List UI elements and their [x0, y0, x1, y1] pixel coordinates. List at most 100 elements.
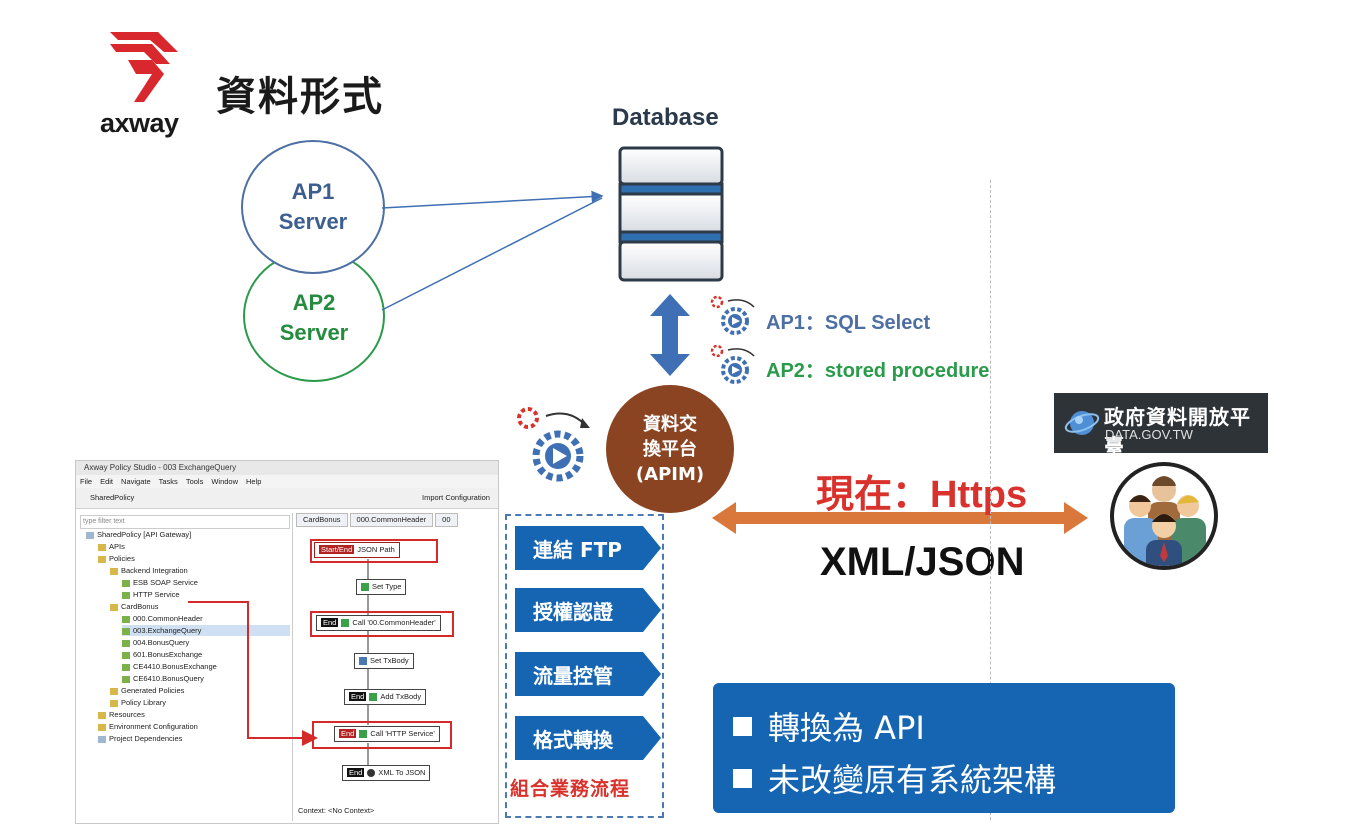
apim-line3: (APIM): [635, 463, 705, 485]
tree-item[interactable]: 601.BonusExchange: [122, 649, 202, 660]
tree-item[interactable]: SharedPolicy [API Gateway]: [86, 529, 191, 540]
function-auth-label: 授權認證: [533, 599, 613, 624]
tree-item-label: APIs: [109, 542, 125, 551]
project-label[interactable]: SharedPolicy: [90, 493, 135, 502]
function-traffic-label: 流量控管: [533, 663, 613, 688]
tree-item-label: HTTP Service: [133, 590, 180, 599]
process-gear-icon: [710, 344, 755, 384]
tree-item-label: CE4410.BonusExchange: [133, 662, 217, 671]
tree-filter-input[interactable]: type filter text: [80, 515, 290, 529]
tree-item-label: Environment Configuration: [109, 722, 198, 731]
tree-item-label: 000.CommonHeader: [133, 614, 203, 623]
flow-node-tag: Start/End: [319, 545, 355, 554]
function-ftp: 連結 FTP: [515, 526, 661, 570]
flow-node-tag: End: [349, 692, 367, 701]
ap1-server-line1: AP1: [291, 179, 335, 204]
tree-item[interactable]: CardBonus: [110, 601, 159, 612]
tree-item[interactable]: Project Dependencies: [98, 733, 182, 744]
flow-node-tag: End: [339, 729, 357, 738]
flow-node-tag: End: [321, 618, 339, 627]
tree-item[interactable]: Backend Integration: [110, 565, 188, 576]
highlight-box: [310, 611, 454, 637]
gov-url: DATA.GOV.TW: [1105, 427, 1193, 442]
ap2-server-line2: Server: [279, 320, 349, 345]
tree-item[interactable]: CE4410.BonusExchange: [122, 661, 217, 672]
benefit-text: 轉換為 API: [768, 709, 925, 747]
menu-navigate[interactable]: Navigate: [121, 477, 151, 486]
function-auth: 授權認證: [515, 588, 661, 632]
functions-caption: 組合業務流程: [510, 778, 631, 800]
benefit-text: 未改變原有系統架構: [768, 761, 1057, 799]
process-gear-icon: [710, 295, 755, 335]
ap2-note: AP2：stored procedure: [766, 360, 990, 382]
brand-name: axway: [100, 108, 179, 138]
users-group-icon: [1110, 462, 1218, 570]
menu-file[interactable]: File: [80, 477, 93, 486]
function-format-label: 格式轉換: [533, 727, 613, 752]
tab-more[interactable]: 00: [435, 513, 458, 527]
menu-edit[interactable]: Edit: [100, 477, 114, 486]
flow-node-label: Set TxBody: [370, 656, 409, 665]
connection-now: 現在：Https: [816, 474, 1028, 516]
menu-tools[interactable]: Tools: [185, 477, 204, 486]
tree-item[interactable]: Environment Configuration: [98, 721, 198, 732]
flow-node-label: Add TxBody: [380, 692, 422, 701]
menu-help[interactable]: Help: [246, 477, 262, 486]
tree-item-label: CardBonus: [121, 602, 159, 611]
window-title: Axway Policy Studio - 003 ExchangeQuery: [76, 461, 498, 475]
flow-node-label: Call 'HTTP Service': [370, 729, 435, 738]
tree-item[interactable]: HTTP Service: [122, 589, 180, 600]
bullet-square-icon: [733, 768, 752, 788]
tree-item-label: 004.BonusQuery: [133, 638, 190, 647]
flow-node[interactable]: End Call 'HTTP Service': [334, 726, 440, 742]
menu-tasks[interactable]: Tasks: [158, 477, 178, 486]
context-value[interactable]: <No Context>: [328, 806, 375, 815]
page-title: 資料形式: [216, 74, 384, 120]
tree-item[interactable]: Policy Library: [110, 697, 166, 708]
tree-item[interactable]: 004.BonusQuery: [122, 637, 189, 648]
apim-platform: 資料交 換平台 (APIM): [606, 385, 734, 513]
tree-item-label: CE6410.BonusQuery: [133, 674, 204, 683]
tab-cardbonus[interactable]: CardBonus: [296, 513, 348, 527]
server-to-database-arrows: [381, 190, 604, 311]
flow-node[interactable]: Set TxBody: [354, 653, 414, 669]
tree-item-selected[interactable]: 003.ExchangeQuery: [122, 625, 290, 636]
ap2-server-line1: AP2: [292, 290, 336, 315]
tree-item-label: Project Dependencies: [109, 734, 183, 743]
tree-item-label: Resources: [109, 710, 145, 719]
tree-item-label: SharedPolicy [API Gateway]: [97, 530, 192, 539]
tree-item-label: Backend Integration: [121, 566, 188, 575]
globe-icon: [1064, 411, 1100, 435]
tree-item[interactable]: 000.CommonHeader: [122, 613, 203, 624]
red-link-arrow: [188, 601, 318, 746]
tab-commonheader[interactable]: 000.CommonHeader: [349, 513, 434, 527]
benefit-item: 未改變原有系統架構: [733, 755, 1056, 801]
toolbar: SharedPolicy Import Configuration: [76, 488, 498, 509]
flow-node[interactable]: End Add TxBody: [344, 689, 427, 705]
flow-node-label: JSON Path: [357, 545, 395, 554]
function-format: 格式轉換: [515, 716, 661, 760]
tree-item[interactable]: Policies: [98, 553, 135, 564]
flow-node[interactable]: Set Type: [356, 579, 407, 595]
tree-item[interactable]: Resources: [98, 709, 145, 720]
database-label: Database: [612, 104, 719, 131]
policy-studio-window: Axway Policy Studio - 003 ExchangeQuery …: [75, 460, 499, 824]
import-configuration-button[interactable]: Import Configuration: [422, 493, 490, 502]
menu-window[interactable]: Window: [211, 477, 239, 486]
apim-line2: 換平台: [643, 438, 697, 460]
tree-item-label: ESB SOAP Service: [133, 578, 198, 587]
function-panel: 連結 FTP 授權認證 流量控管 格式轉換 組合業務流程: [505, 514, 664, 818]
tree-item[interactable]: CE6410.BonusQuery: [122, 673, 204, 684]
axway-logo-icon: [110, 32, 178, 102]
function-traffic: 流量控管: [515, 652, 661, 696]
horizontal-double-arrow-icon: [712, 502, 1088, 534]
tree-item[interactable]: APIs: [98, 541, 125, 552]
tree-item[interactable]: Generated Policies: [110, 685, 184, 696]
tree-item[interactable]: ESB SOAP Service: [122, 577, 198, 588]
flow-node-label: XML To JSON: [378, 768, 426, 777]
